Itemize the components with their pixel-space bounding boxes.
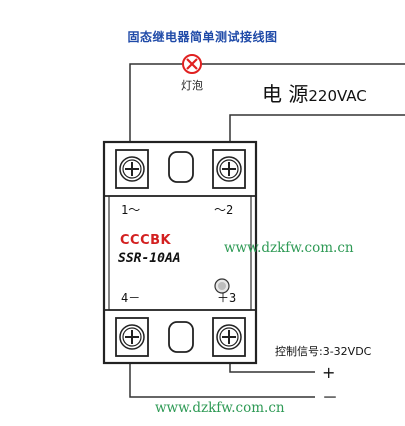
lamp-label: 灯泡	[181, 79, 203, 92]
watermark-middle: www.dzkfw.com.cn	[224, 240, 354, 256]
wire-pin2-power	[229, 114, 405, 150]
control-plus-sign: +	[322, 363, 336, 382]
pin-1-label: 1～	[121, 203, 141, 217]
terminal-4	[115, 317, 149, 357]
diagram-title: 固态继电器简单测试接线图	[127, 30, 278, 44]
lamp-icon	[182, 54, 202, 74]
indicator-led-icon	[214, 278, 230, 294]
wire-pin1-lamp	[129, 63, 405, 150]
pin-2-label: ～2	[214, 203, 234, 217]
power-label: 电 源220VAC	[262, 84, 367, 104]
bottom-mount-hole	[168, 321, 194, 353]
terminal-1	[115, 149, 149, 189]
relay-brand: CCCBK	[120, 233, 172, 248]
pin-4-label: 4－	[121, 291, 141, 305]
watermark-bottom: www.dzkfw.com.cn	[155, 400, 285, 416]
relay-model: SSR-10AA	[118, 251, 181, 266]
top-mount-hole	[168, 151, 194, 183]
terminal-2	[212, 149, 246, 189]
control-signal-label: 控制信号:3-32VDC	[275, 345, 372, 358]
control-minus-sign: －	[322, 388, 339, 407]
power-text: 电 源	[262, 82, 309, 106]
terminal-3	[212, 317, 246, 357]
power-voltage: 220VAC	[308, 87, 367, 105]
wire-pin4-minus	[129, 360, 315, 398]
pin-3-label: ＋3	[217, 291, 237, 305]
